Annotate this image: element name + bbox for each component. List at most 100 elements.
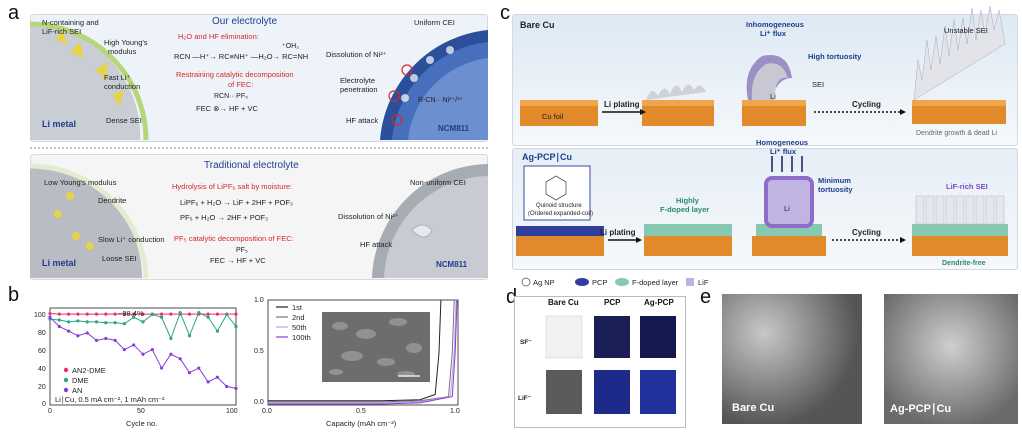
a-bot-eq5: FEC → HF + VC — [210, 256, 266, 265]
b-left-ytick-0: 0 — [42, 401, 46, 408]
b-left-series-0-point — [48, 311, 52, 316]
c-bot-homo-1: Homogeneous — [756, 138, 809, 147]
a-bot-right-cei: Non-uniform CEI — [410, 178, 466, 187]
a-top-label-young-2: modulus — [108, 47, 137, 56]
b-left-condition: Li∣Cu, 0.5 mA cm⁻², 1 mAh cm⁻² — [55, 395, 165, 404]
b-left-series-1-point — [215, 329, 219, 333]
c-bot-title: Ag-PCP∣Cu — [522, 152, 572, 162]
a-top-title: Our electrolyte — [212, 16, 278, 27]
panel-a-letter: a — [8, 2, 20, 24]
b-left-series-2-point — [94, 338, 99, 342]
c-top-sei: SEI — [812, 80, 825, 89]
c-legend-agnp: Ag NP — [533, 278, 555, 287]
d-row-sf: SF⁻ — [520, 339, 532, 346]
c-bot-highly-1: Highly — [676, 196, 699, 205]
c-bot-li: Li — [784, 204, 790, 213]
a-top-label-limetal: Li metal — [42, 119, 77, 129]
c-top-dendrite-growth: Dendrite growth & dead Li — [916, 130, 997, 137]
b-left-series-2-point — [122, 347, 126, 352]
b-left-series-1-point — [178, 311, 182, 315]
b-left-series-1-point — [141, 320, 145, 324]
b-left-series-0-point — [76, 312, 80, 316]
c-top-cycling: Cycling — [852, 100, 881, 109]
b-left-series-2-point — [113, 338, 117, 342]
b-left-series-0-point — [113, 312, 117, 316]
b-left-series-1-point — [160, 315, 164, 319]
c-top-inhomo-2: Li⁺ flux — [760, 29, 787, 38]
b-left-series-1-point — [67, 320, 71, 324]
b-right-series-0-line — [268, 299, 442, 402]
b-left-series-2-point — [225, 384, 229, 389]
a-bot-label-limetal: Li metal — [42, 258, 77, 268]
panel-d-frame — [514, 296, 686, 428]
b-left-series-2-point — [104, 336, 108, 341]
d-col-pcp: PCP — [604, 298, 621, 307]
b-left-series-2-point — [57, 324, 61, 329]
b-left-series-1-point — [197, 311, 201, 315]
b-left-series-1-point — [94, 320, 99, 324]
a-bot-label-young: Low Young's modulus — [44, 178, 117, 187]
b-left-series-1-point — [57, 318, 61, 322]
a-bot-hydro-title: Hydrolysis of LiPF₆ salt by moisture: — [172, 182, 293, 191]
b-right-ytick-0: 0.0 — [254, 399, 264, 406]
b-left-series-1-point — [206, 315, 210, 319]
a-top-eq1-oh: ⁺OH₂ — [282, 43, 299, 50]
a-top-right-dissolution: Dissolution of Ni²⁺ — [326, 50, 387, 59]
a-bot-label-loose: Loose SEI — [102, 254, 137, 263]
e-label-barecu: Bare Cu — [732, 402, 775, 414]
a-top-label-fast-2: conduction — [104, 82, 141, 91]
b-left-series-2-point — [178, 357, 182, 361]
b-left-series-2-point — [215, 375, 219, 379]
b-left-series-2-point — [132, 343, 136, 347]
a-bot-label-slow: Slow Li⁺ conduction — [98, 235, 165, 244]
b-left-xtick-50: 50 — [137, 408, 145, 415]
c-bot-dendritefree: Dendrite-free — [942, 260, 986, 267]
a-top-restrain-2: of FEC: — [228, 80, 254, 89]
b-left-xtick-100: 100 — [226, 408, 238, 415]
panel-b-letter: b — [8, 284, 20, 306]
b-left-ytick-40: 40 — [38, 366, 46, 373]
b-right-xlabel: Capacity (mAh cm⁻²) — [326, 419, 397, 428]
a-top-right-hf: HF attack — [346, 116, 379, 125]
b-left-series-0-point — [215, 312, 219, 316]
a-bot-label-dendrite: Dendrite — [98, 196, 127, 205]
c-top-title: Bare Cu — [520, 20, 555, 30]
b-right-series-1-line — [268, 299, 455, 403]
b-right-ytick-1: 1.0 — [254, 297, 264, 304]
a-bot-eq5-top: PF₅ — [236, 247, 248, 254]
b-left-ytick-20: 20 — [38, 384, 46, 391]
b-left-series-1-point — [225, 312, 229, 317]
b-right-xtick-1: 1.0 — [450, 408, 460, 415]
b-left-series-2-point — [234, 386, 238, 390]
b-right-legend-100th: 100th — [292, 333, 311, 342]
b-left-legend-swatch — [63, 377, 69, 383]
b-left-series-1-point — [76, 319, 80, 323]
panel-e-letter: e — [700, 286, 712, 308]
b-left-series-2-point — [197, 366, 201, 370]
b-right-series-2-line — [268, 299, 457, 404]
b-left-series-0-point — [94, 312, 99, 316]
a-bot-right-dissolution: Dissolution of Ni²⁺ — [338, 212, 399, 221]
b-left-series-1-point — [169, 336, 173, 341]
b-left-series-0-point — [141, 312, 145, 316]
a-bot-title: Traditional electrolyte — [204, 160, 299, 171]
a-top-label-nsei-1: N-containing and — [42, 18, 99, 27]
b-left-xtick-0: 0 — [48, 408, 52, 415]
b-left-series-0-point — [187, 312, 192, 316]
d-col-agpcp: Ag-PCP — [644, 298, 674, 307]
b-right-legend-1st: 1st — [292, 303, 303, 312]
b-left-series-1-point — [104, 321, 108, 325]
c-bot-highly-2: F-doped layer — [660, 205, 710, 214]
c-bot-mintort-1: Minimum — [818, 176, 851, 185]
a-top-right-rcn: R-CN···Ni²⁺/³⁺ — [418, 97, 464, 104]
b-left-legend-an2dme: AN2-DME — [72, 366, 106, 375]
b-left-series-0-point — [104, 312, 108, 316]
a-top-label-fast-1: Fast Li⁺ — [104, 73, 131, 82]
b-left-series-0-point — [234, 312, 238, 316]
a-bot-eq4: PF₅ + H₂O → 2HF + POF₃ — [180, 213, 269, 222]
b-left-series-1-point — [187, 334, 192, 338]
b-left-series-1-point — [234, 324, 238, 329]
a-top-h2o-title: H₂O and HF elimination: — [178, 32, 259, 41]
panel-c-bottom — [512, 148, 1018, 270]
